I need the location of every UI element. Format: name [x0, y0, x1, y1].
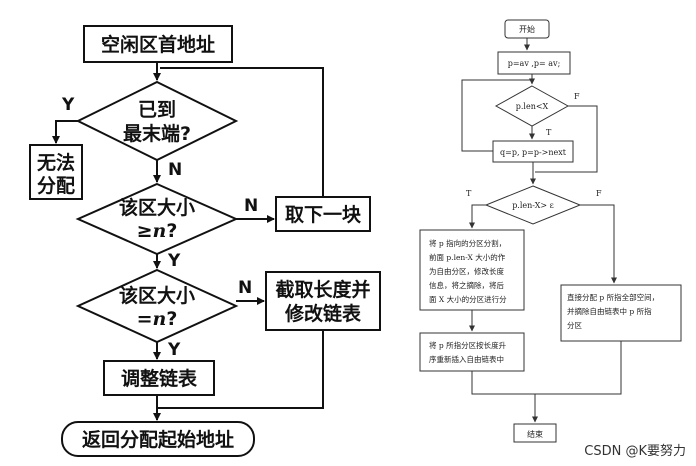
left-flowchart — [29, 25, 381, 457]
right-split-line1: 将 p 指向的分区分割， — [429, 238, 506, 248]
right-t-cond1: T — [546, 128, 552, 137]
left-d1-line2: 最末端? — [123, 122, 191, 145]
left-start-label: 空闲区首地址 — [101, 33, 215, 56]
left-adjust-label: 调整链表 — [121, 367, 198, 390]
left-labels: 空闲区首地址 已到 最末端? 无法 分配 该区大小 ≥n? 取下一块 该区大小 … — [37, 33, 371, 451]
right-flowchart — [419, 19, 682, 443]
left-fail-box — [29, 144, 83, 200]
right-insert-line1: 将 p 所指分区按长度升 — [429, 340, 507, 350]
left-fail-line2: 分配 — [37, 175, 75, 197]
left-cut-box — [265, 271, 381, 331]
left-no-d3: N — [238, 278, 252, 298]
left-yes-d3: Y — [167, 340, 181, 360]
right-start-label: 开始 — [519, 24, 535, 34]
right-alloc-line1: 直接分配 p 所指全部空间， — [567, 292, 659, 302]
right-step-label: q=p, p=p->next — [500, 148, 567, 157]
right-alloc-line3: 分区 — [567, 321, 582, 330]
left-d3-q: ? — [166, 308, 177, 330]
right-split-box — [419, 229, 525, 311]
right-split-line2: 前面 p.len-X 大小的作 — [429, 252, 506, 262]
left-d3-symbol: = — [137, 308, 153, 330]
left-d2-symbol: ≥ — [137, 220, 153, 242]
left-adjust-box — [103, 360, 215, 396]
left-yes-d2: Y — [167, 251, 181, 271]
right-t-cond2: T — [466, 189, 472, 198]
left-cut-line1: 截取长度并 — [275, 278, 370, 301]
right-insert-box — [419, 332, 525, 372]
right-labels: 开始 p=av ,p= av; p.len<X q=p, p=p->next p… — [429, 24, 659, 439]
right-f-cond2: F — [596, 189, 602, 198]
right-split-line4: 信息，将之摘除，将后 — [429, 280, 504, 290]
right-init-box — [497, 51, 571, 75]
right-insert-line2: 序重新插入自由链表中 — [429, 354, 504, 364]
right-alloc-line2: 并摘除自由链表中 p 所指 — [567, 306, 652, 316]
left-no-d1: N — [168, 160, 182, 180]
left-d2-line2: ≥n? — [137, 220, 178, 242]
left-cut-line2: 修改链表 — [284, 302, 362, 325]
left-d2-n: n — [153, 220, 167, 242]
right-split-line5: 面 X 大小的分区进行分 — [429, 294, 507, 304]
left-d3-n: n — [153, 308, 167, 330]
left-d3-line2: =n? — [137, 308, 178, 330]
right-cond2-label: p.len-X> ε — [512, 201, 554, 210]
right-init-label: p=av ,p= av; — [508, 59, 561, 68]
left-decision-end-reached — [75, 80, 239, 162]
right-split-line3: 为自由分区，修改长度 — [429, 266, 504, 276]
left-d2-q: ? — [166, 220, 177, 242]
left-decision-size-ge — [75, 182, 239, 256]
left-start-box — [83, 25, 233, 63]
left-no-d2: N — [244, 196, 258, 216]
left-d3-line1: 该区大小 — [119, 284, 195, 307]
right-end-box — [513, 423, 557, 443]
left-yes-d1: Y — [61, 95, 75, 115]
left-fail-line1: 无法 — [37, 151, 75, 174]
right-end-label: 结束 — [527, 429, 543, 439]
right-cond1-label: p.len<X — [516, 102, 549, 111]
right-alloc-all-box — [560, 284, 682, 342]
right-f-cond1: F — [574, 92, 580, 101]
left-d1-line1: 已到 — [138, 99, 176, 121]
left-end-label: 返回分配起始地址 — [82, 428, 234, 451]
left-end-box — [61, 421, 255, 457]
watermark: CSDN @K要努力 — [584, 444, 686, 459]
right-decision-len-gt — [484, 185, 582, 225]
left-d2-line1: 该区大小 — [119, 196, 195, 219]
left-next-block-label: 取下一块 — [285, 204, 362, 226]
